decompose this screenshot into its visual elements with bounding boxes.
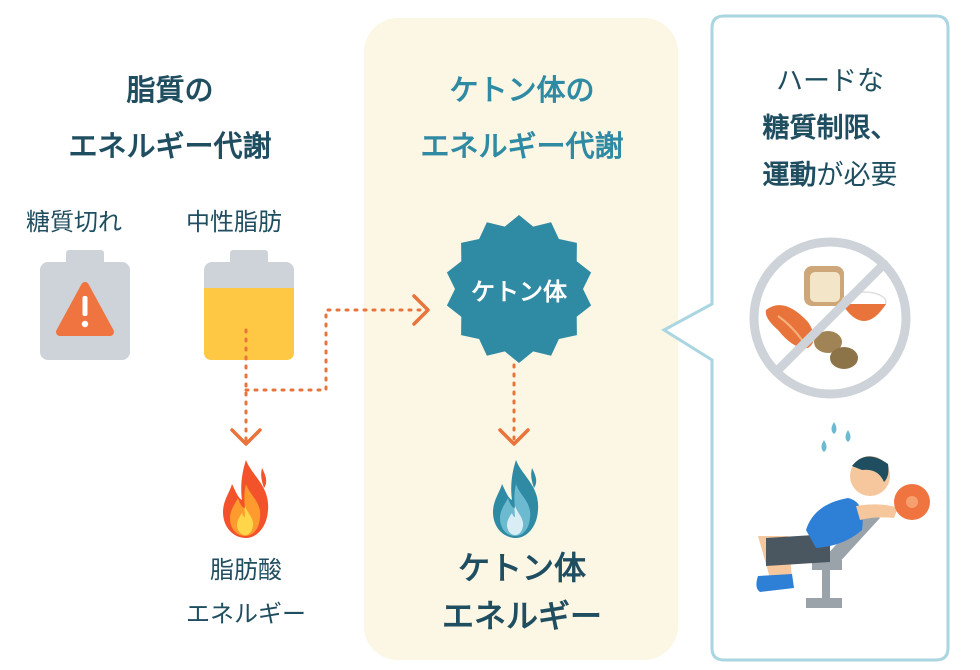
empty-battery-icon — [40, 250, 130, 360]
requirement-line1: ハードな — [776, 66, 884, 97]
fatty-acid-line2: エネルギー — [186, 600, 306, 628]
fat-battery-icon — [204, 250, 294, 360]
ketone-energy-line2: エネルギー — [441, 597, 602, 635]
bread-icon — [810, 272, 840, 302]
sweat-icon — [831, 422, 837, 434]
fat-metabolism-title: 脂質の エネルギー代謝 — [20, 62, 320, 174]
workout-person-icon — [756, 422, 930, 608]
requirement-line2: 糖質制限、 — [762, 113, 898, 144]
no-carbs-icon — [749, 237, 911, 399]
arrow-down-ketone — [498, 428, 530, 446]
fat-title-line1: 脂質の — [126, 73, 214, 107]
ketone-title-line2: エネルギー代謝 — [420, 129, 624, 163]
ketone-energy: ケトン体 エネルギー — [366, 544, 678, 640]
ketone-badge-shape — [446, 215, 592, 363]
ketone-title-line1: ケトン体の — [449, 73, 595, 107]
orange-flame-icon — [223, 460, 269, 538]
rice-bowl-icon — [842, 304, 886, 321]
fatty-acid-energy: 脂肪酸 エネルギー — [156, 548, 336, 636]
arrow-down-fat — [230, 428, 262, 446]
fat-title-line2: エネルギー代謝 — [68, 129, 272, 163]
potato-icon — [814, 331, 842, 353]
warning-icon — [82, 296, 88, 316]
requirement-line3-rest: が必要 — [816, 160, 898, 191]
fatty-acid-line1: 脂肪酸 — [210, 556, 282, 584]
label-neutral-fat: 中性脂肪 — [186, 208, 282, 236]
ketone-metabolism-title: ケトン体の エネルギー代謝 — [366, 62, 678, 174]
arrow-right-ketone — [412, 294, 430, 326]
blue-flame-icon — [493, 460, 539, 538]
ketone-energy-line1: ケトン体 — [457, 549, 586, 587]
ketone-badge-label: ケトン体 — [471, 278, 567, 306]
requirement-line3-bold: 運動 — [762, 160, 817, 191]
requirement-text: ハードな 糖質制限、 運動が必要 — [714, 58, 946, 199]
label-depleted-sugar: 糖質切れ — [26, 208, 122, 236]
